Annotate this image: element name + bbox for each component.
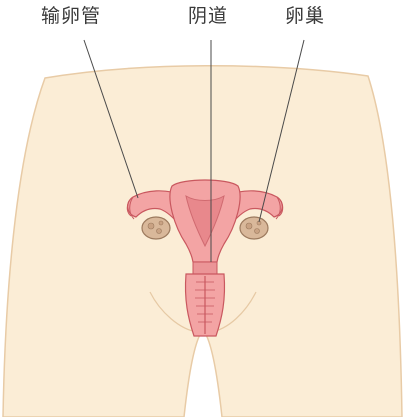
- label-vagina: 阴道: [188, 5, 229, 27]
- fimbriae-left: [126, 196, 135, 220]
- uterine-cavity: [185, 194, 225, 248]
- ovary-follicle: [245, 222, 253, 230]
- fimbriae-right: [275, 196, 284, 220]
- ovary-left: [141, 216, 171, 240]
- cervix: [192, 261, 218, 275]
- label-fallopian-tube: 输卵管: [41, 5, 102, 27]
- ovary-follicle: [147, 222, 155, 230]
- ovary-follicle: [254, 228, 260, 234]
- ovary-follicle: [158, 220, 164, 226]
- leader-line-ovary: [258, 39, 305, 223]
- leader-line-fallopian-tube: [83, 39, 139, 199]
- ovary-follicle: [156, 228, 162, 234]
- ovary-right: [239, 216, 269, 240]
- label-ovary: 卵巢: [285, 5, 326, 27]
